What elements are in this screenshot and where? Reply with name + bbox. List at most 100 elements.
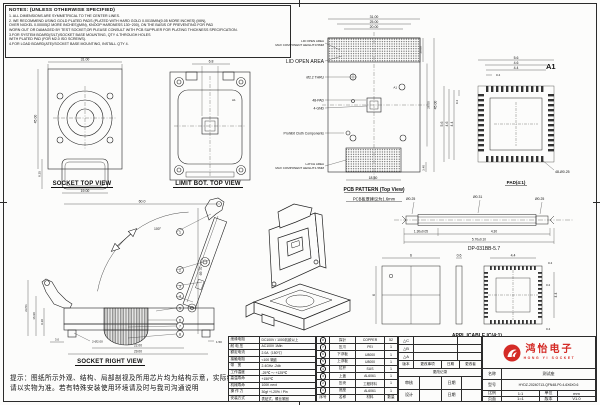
- balloon-2: 2: [179, 268, 181, 272]
- dim-340: 3.40: [422, 165, 426, 171]
- spec-label: 额定电流: [230, 350, 245, 355]
- bom-material: SUS: [355, 365, 384, 373]
- pad-detail-label: PAD(4:1): [507, 180, 526, 185]
- dim-28: 28.00: [427, 101, 431, 109]
- probe-dia-right: Ø0.25: [535, 197, 544, 201]
- rev-h-item: 更改事项: [413, 361, 441, 368]
- callout-latch-2: MAX COMPONENT HEIGHT:1.5MM: [275, 166, 324, 170]
- ic-dim-6h: 6: [372, 294, 376, 296]
- note-line: WORN OUT OR DAMAGED BY TEST SOCKET,OR PL…: [9, 28, 238, 33]
- rev-delta-c: △C: [403, 338, 409, 343]
- bom-qty: 1: [384, 351, 397, 358]
- bom-qty: 1: [384, 387, 397, 394]
- socket-right-view-label: SOCKET RIGHT VIEW: [75, 359, 145, 366]
- ic-dim-44h: 4.4: [554, 293, 558, 298]
- company-logo: 鸿怡电子 HONG YI SOCKET: [503, 344, 576, 362]
- spec-value: -25℃ ～ +125℃: [259, 369, 315, 375]
- limit-bot-top-view-drawing: 6.8 A1: [169, 60, 251, 181]
- bom-balloon: 1: [319, 387, 327, 394]
- pad-vdim-44: 4.4: [450, 122, 454, 127]
- callout-lid-area-1: LID OPEN AREA: [301, 39, 324, 43]
- logo-en-text: HONG YI SOCKET: [523, 355, 576, 360]
- spec-label: 安装方式: [230, 395, 245, 400]
- page-value: 1=1: [501, 396, 539, 401]
- note-line: OVER NICKEL 0.00005(2 MORE INCHES)(MIN),…: [9, 23, 214, 28]
- spec-label: 机械寿命: [230, 382, 245, 387]
- socket-top-view-drawing: 31.00 45.00 8.25 19.00: [34, 58, 123, 194]
- bom-material: AL6061: [355, 387, 384, 394]
- ic-dim-6w: 6: [410, 254, 412, 258]
- spec-value: 2.0A（150℃）: [259, 350, 315, 356]
- spec-label: 接触电阻: [230, 356, 245, 361]
- version-value: V1.0: [557, 396, 595, 401]
- pad-dim-46: 4.6: [514, 61, 519, 65]
- spec-value: 100K next: [259, 382, 315, 388]
- spec-label: 工作温度: [230, 369, 245, 374]
- approval-review-date: 日期: [441, 377, 461, 389]
- tip-line-1: 提示：图纸所示外观、结构、局部剖视及所用芯片均为结构示意，实际结构: [10, 375, 241, 382]
- dim-60: 60.0: [139, 200, 146, 204]
- bom-name: 上浮板: [329, 358, 355, 365]
- balloon-3: 3: [179, 284, 181, 288]
- pad-vdim-56: 5.6: [440, 122, 444, 127]
- note-line: 2. WE RECOMMEND USING GOLD PLATED PADS (…: [9, 18, 207, 23]
- ic-dim-44w: 4.4: [511, 254, 516, 258]
- probe-label: DP-031BB-5.7: [468, 246, 500, 252]
- unit-label: 单位: [539, 391, 557, 396]
- revision-row: △C: [399, 337, 481, 344]
- pcb-thickness-note: PCB板厚建议为1.6mm: [353, 196, 396, 203]
- page-label: 页面: [488, 396, 496, 401]
- tip-note: 提示：图纸所示外观、结构、局部剖视及所用芯片均为结构示意，实际结构 请以实物为准…: [10, 374, 241, 394]
- spec-value: DC100V / 1000兆欧以上: [259, 337, 315, 343]
- marker-a1: A1: [393, 86, 397, 90]
- balloon-6: 6: [179, 318, 181, 322]
- title-scale-row: 比例 1:1 单位 mm: [483, 390, 595, 396]
- spec-value: +150℃: [259, 376, 315, 382]
- tip-line-2: 请以实物为准。若有特殊安装使用环境请及时与我司沟通说明: [10, 385, 199, 393]
- notes-block: NOTES: (UNLESS OTHERWISE SPECIFIED) 1. A…: [5, 5, 291, 58]
- bom-balloon: 4: [319, 365, 327, 373]
- bom-balloon: 8: [319, 337, 327, 344]
- note-line: 1. ALL DIMENSIONS ARE SYMMETRICAL TO THE…: [9, 14, 120, 18]
- rev-h-version: 版本: [402, 362, 410, 366]
- balloon-5: 5: [179, 306, 181, 310]
- limit-bot-view-label: LIMIT BOT. TOP VIEW: [173, 181, 243, 188]
- bom-balloon: 7: [319, 344, 327, 351]
- socket-right-view-drawing: 60.0 69.70 23.51 16.90 9.10 3.0 2-Ø2.00 …: [24, 197, 228, 355]
- dim-30: 3.0: [55, 338, 60, 342]
- socket-iso-view-drawing: [245, 203, 352, 331]
- spec-value: AC100V 1Min: [259, 343, 315, 349]
- callout-4gnd: 4-GND: [313, 107, 324, 111]
- balloon-4: 4: [179, 294, 181, 298]
- spec-value: 2.4GHz -2db: [259, 363, 315, 369]
- balloon-8: 8: [179, 332, 181, 336]
- name-label: 名称: [488, 371, 496, 376]
- scale-value: 1:1: [501, 391, 539, 396]
- bom-name: 上盖: [329, 373, 355, 380]
- rev-h-date: 日期: [441, 361, 459, 368]
- callout-latch-1: LATCH AREA: [306, 162, 324, 166]
- pad-dim-04: 0.4: [496, 73, 501, 77]
- sheet-zone-label: A1: [546, 62, 556, 71]
- bom-header-mat: 材料: [355, 394, 384, 401]
- spec-label: 操 作 力: [230, 389, 244, 394]
- dim-16: 16.00: [419, 46, 423, 54]
- callout-prohibit: Prohibit Cloth Components: [283, 132, 324, 136]
- probe-pin-drawing: Ø0.25 Ø0.31 Ø0.25 1.30±0.05 4.30 5.70±0.…: [394, 195, 574, 252]
- bom-name: 探针: [329, 337, 355, 344]
- scale-label: 比例: [488, 391, 496, 396]
- pad-vdim-04: 0.4: [455, 100, 459, 105]
- approval-design: 设计: [405, 392, 413, 398]
- dim-31: 31.00: [370, 15, 379, 19]
- unit-value: mm: [557, 391, 595, 396]
- dim-45: 45.00: [434, 101, 438, 110]
- model-label: 型号: [488, 382, 496, 387]
- revision-row: △B: [399, 344, 481, 352]
